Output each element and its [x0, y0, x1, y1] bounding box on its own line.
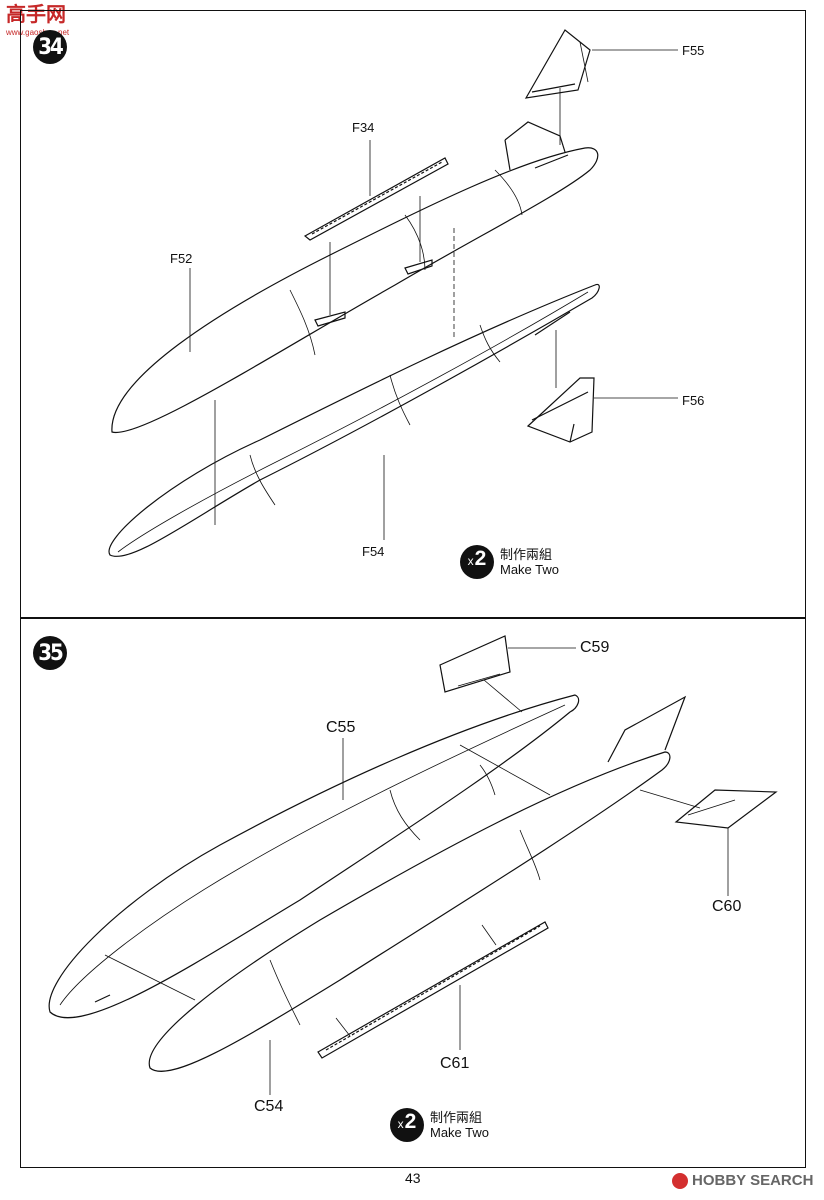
leader-c61-a — [335, 1017, 351, 1037]
quantity-chinese: 制作兩組 — [430, 1110, 483, 1125]
part-c61-rail — [317, 921, 549, 1059]
leader-c55-front — [104, 954, 196, 1001]
page-number: 43 — [405, 1170, 421, 1186]
site-logo-subtext: www.gaoshou.net — [6, 28, 70, 37]
leader-c60-arrow — [639, 789, 701, 809]
part-label-f52: F52 — [170, 251, 193, 266]
part-label-f55: F55 — [682, 43, 705, 58]
part-f52-tank-half — [111, 121, 599, 434]
part-label-f54: F54 — [362, 544, 385, 559]
part-f34-rail — [303, 157, 449, 241]
quantity-badge: x 2 — [390, 1108, 424, 1142]
watermark-text: HOBBY SEARCH — [692, 1172, 814, 1189]
part-f56-fin — [526, 377, 595, 443]
leader-c61-b — [481, 924, 497, 946]
part-label-c60: C60 — [712, 898, 742, 915]
part-c60-fin — [674, 789, 778, 829]
part-label-c59: C59 — [580, 639, 610, 656]
quantity-note: x 2 制作兩組 Make Two — [460, 545, 559, 579]
part-c55-shell — [48, 694, 580, 1019]
step-number: 34 — [38, 34, 64, 60]
step-35-panel — [20, 618, 806, 1168]
quantity-chinese: 制作兩組 — [500, 547, 553, 562]
part-label-f56: F56 — [682, 393, 705, 408]
part-f54-tank-half — [108, 283, 600, 557]
step-34-panel — [20, 10, 806, 618]
hobby-search-logo-icon — [672, 1172, 688, 1189]
part-label-c55: C55 — [326, 719, 356, 736]
leader-c55-arrow — [459, 744, 551, 796]
part-label-c54: C54 — [254, 1098, 284, 1115]
leader-c59-down — [483, 679, 523, 713]
part-label-c61: C61 — [440, 1055, 470, 1072]
quantity-english: Make Two — [500, 562, 560, 577]
step-number-badge: 34 — [33, 30, 67, 64]
quantity-badge: x 2 — [460, 545, 494, 579]
quantity-note: x 2 制作兩組 Make Two — [390, 1108, 489, 1142]
part-c59-fin — [439, 635, 511, 693]
part-c54-shell — [148, 695, 687, 1072]
watermark: HOBBY SEARCH — [672, 1172, 813, 1189]
step-number: 35 — [38, 640, 64, 666]
part-f55-fin — [524, 29, 591, 99]
part-label-f34: F34 — [352, 120, 375, 135]
step-number-badge: 35 — [33, 636, 67, 670]
quantity-english: Make Two — [430, 1125, 490, 1140]
